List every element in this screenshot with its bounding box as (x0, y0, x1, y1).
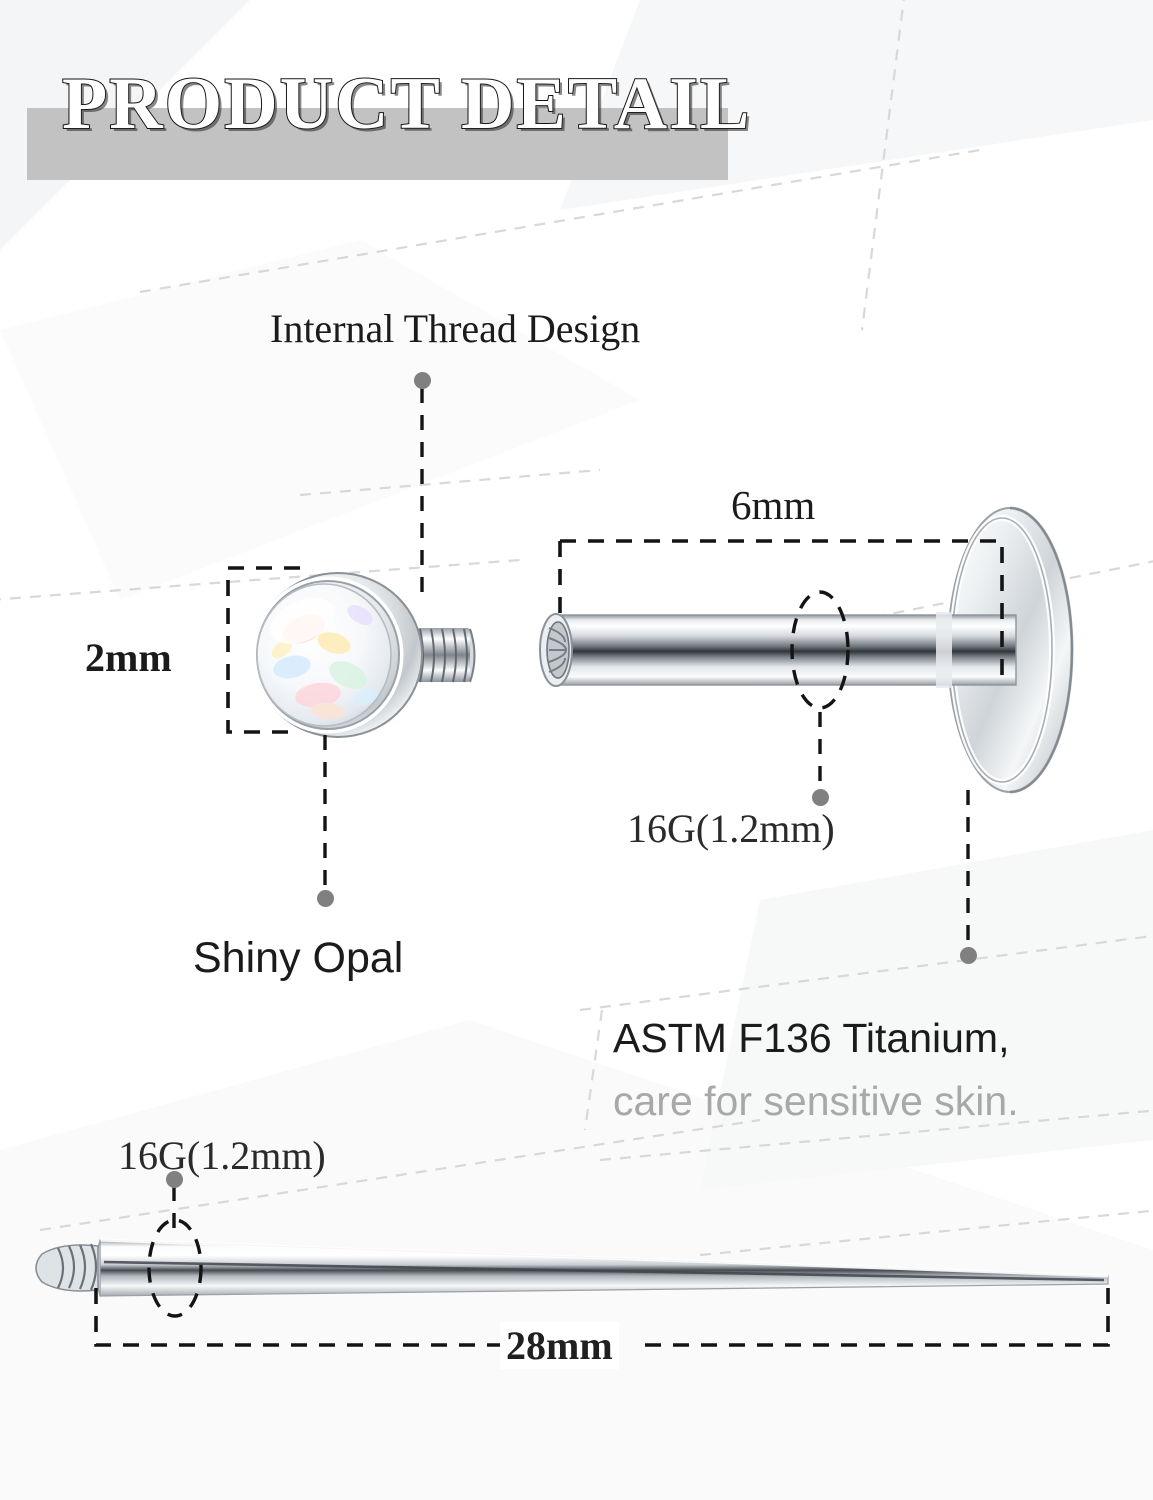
measure-box-6mm-upper (560, 539, 1004, 676)
label-material-line1: ASTM F136 Titanium, (613, 1015, 1010, 1061)
label-gauge-top: 16G(1.2mm) (627, 806, 835, 851)
measure-box-28mm-left (94, 1288, 500, 1347)
label-internal-thread-design: Internal Thread Design (270, 306, 641, 351)
measure-box-2mm (226, 566, 300, 734)
title-band (27, 108, 728, 180)
callout-dot-material[interactable] (960, 947, 977, 964)
gauge-ellipse-taper (147, 1218, 203, 1318)
gauge-ellipse-post (790, 590, 850, 710)
taper-pin-art (35, 1238, 1109, 1297)
callout-dot-shiny-opal[interactable] (317, 890, 334, 907)
callout-dot-gauge-bottom[interactable] (166, 1171, 183, 1188)
measurement-label-6mm: 6mm (731, 482, 816, 528)
callout-dot-gauge-top[interactable] (812, 789, 829, 806)
measurement-label-28mm: 28mm (500, 1322, 619, 1369)
measurement-label-2mm: 2mm (85, 635, 172, 680)
measure-box-28mm-right (645, 1282, 1110, 1347)
labret-post-art (539, 506, 1074, 794)
label-gauge-bottom: 16G(1.2mm) (118, 1133, 326, 1178)
callout-dot-internal-thread[interactable] (414, 372, 431, 389)
label-material-line2: care for sensitive skin. (613, 1078, 1019, 1124)
opal-threaded-top-art (252, 572, 476, 738)
page-title: PRODUCT DETAIL (61, 62, 752, 146)
label-shiny-opal: Shiny Opal (193, 934, 404, 982)
